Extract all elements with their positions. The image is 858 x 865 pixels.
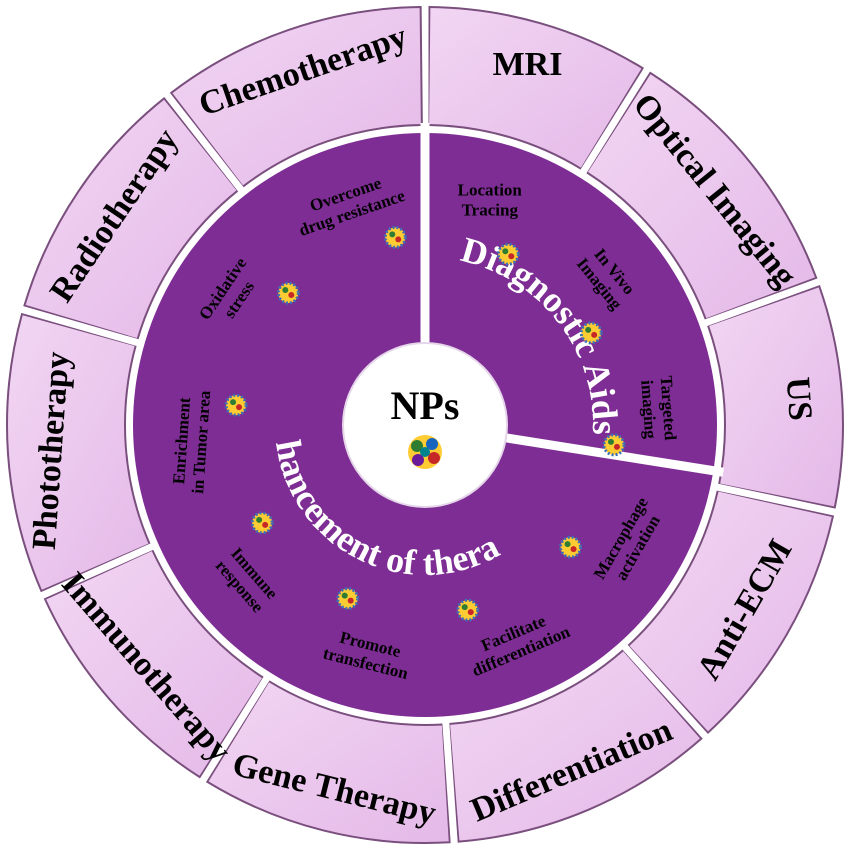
center-title: NPs: [391, 383, 460, 428]
segment-background: [205, 679, 451, 844]
segment-mri: [427, 6, 645, 171]
segment-background: [447, 648, 703, 843]
segment-differentiation: [447, 648, 703, 843]
segment-background: [6, 312, 151, 593]
nanoparticle-icon: [408, 435, 442, 469]
segment-title: MRI: [493, 46, 563, 83]
nanoparticle-mini-icon: [602, 433, 626, 457]
nanoparticle-mini-icon: [456, 598, 480, 622]
center-disk: [342, 342, 508, 508]
segment-sublabel-line: Tracing: [462, 200, 519, 219]
segment-us: [706, 284, 844, 509]
segment-background: [706, 284, 844, 509]
nanoparticle-mini-icon: [224, 393, 248, 417]
segment-background: [169, 6, 423, 189]
segment-radiotherapy: [23, 96, 240, 341]
segment-background: [23, 96, 240, 341]
center-layer: NPs: [342, 342, 508, 508]
nanoparticle-mini-icon: [276, 281, 300, 305]
nanoparticle-mini-icon: [579, 321, 603, 345]
segment-sublabel-line: Targeted: [657, 375, 680, 441]
nanoparticle-mini-icon: [250, 511, 274, 535]
segment-background: [43, 548, 265, 779]
purple-ring: [132, 133, 717, 718]
segment-sublabel-line: imaging: [637, 379, 660, 439]
segment-title: US: [779, 376, 819, 422]
segment-background: [585, 71, 818, 321]
nanoparticle-mini-icon: [383, 225, 407, 249]
segment-background: [427, 6, 645, 171]
segment-phototherapy: [6, 312, 151, 593]
segment-chemotherapy: [169, 6, 423, 189]
nanoparticle-mini-icon: [559, 535, 583, 559]
segment-optical-imaging: [585, 71, 818, 321]
segment-background: [626, 489, 835, 735]
nanoparticle-mini-icon: [336, 587, 360, 611]
nanoparticle-mini-icon: [496, 242, 520, 266]
segment-sublabel: Targetedimaging: [637, 375, 680, 443]
segment-anti-ecm: [626, 489, 835, 735]
ring-divider: [505, 433, 724, 477]
segment-sublabel: Enrichmentin Tumor area: [169, 388, 215, 494]
segment-gene-therapy: [205, 679, 451, 844]
segment-immunotherapy: [43, 548, 265, 779]
segment-sublabel-line: Location: [458, 181, 523, 200]
